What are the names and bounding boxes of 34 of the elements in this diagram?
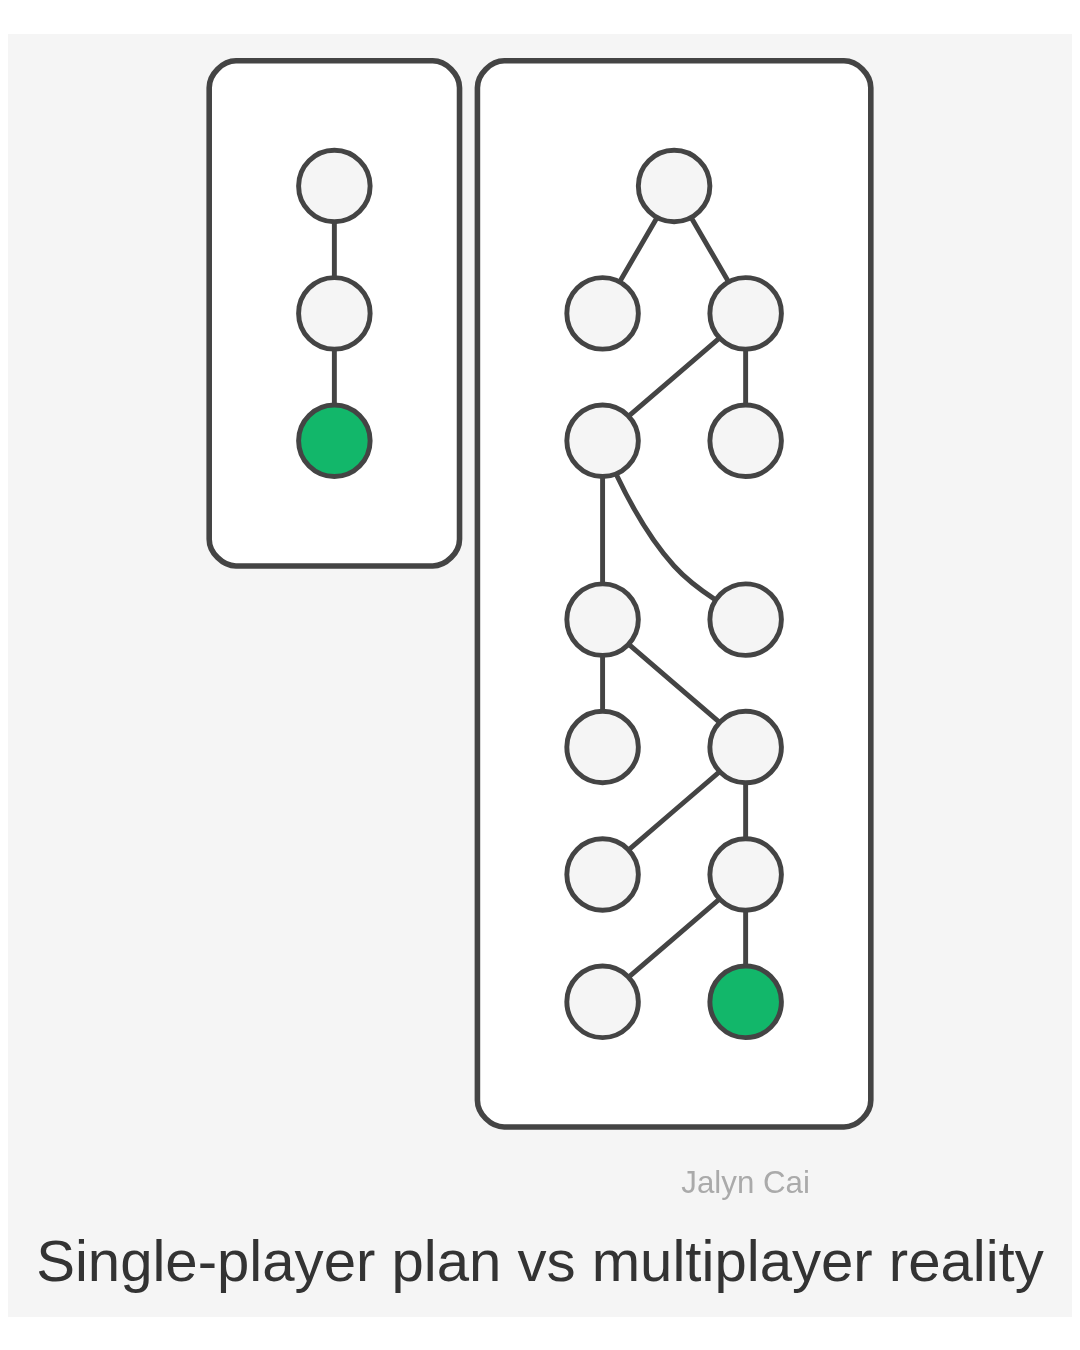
connector bbox=[614, 473, 717, 602]
node-circle bbox=[564, 708, 641, 785]
connector bbox=[627, 769, 721, 852]
caption: Single-player plan vs multiplayer reality bbox=[36, 1227, 1044, 1293]
connector bbox=[331, 221, 337, 278]
connector bbox=[689, 216, 731, 283]
label: Jalyn Cai bbox=[681, 1164, 810, 1200]
node-circle bbox=[707, 274, 784, 352]
cluster bbox=[206, 57, 463, 569]
connector bbox=[743, 782, 749, 839]
connector bbox=[743, 909, 749, 966]
node-circle bbox=[564, 274, 641, 352]
node-circle bbox=[707, 402, 784, 479]
node-circle bbox=[707, 708, 784, 785]
connector bbox=[600, 476, 606, 583]
node-circle bbox=[707, 963, 784, 1040]
node-circle bbox=[564, 835, 641, 913]
node-circle bbox=[296, 402, 373, 479]
connector bbox=[600, 654, 606, 711]
connector bbox=[627, 896, 721, 979]
connector bbox=[617, 216, 659, 283]
node-circle bbox=[564, 402, 641, 479]
node-circle bbox=[296, 147, 373, 224]
node-circle bbox=[707, 580, 784, 658]
cluster bbox=[474, 57, 874, 1130]
node-circle bbox=[296, 274, 373, 352]
node-circle bbox=[564, 963, 641, 1040]
node-circle bbox=[707, 835, 784, 913]
node-circle bbox=[564, 580, 641, 658]
connector bbox=[331, 348, 337, 405]
connector bbox=[627, 335, 721, 418]
node-circle bbox=[635, 147, 713, 224]
connector bbox=[743, 348, 749, 405]
connector bbox=[627, 642, 722, 724]
